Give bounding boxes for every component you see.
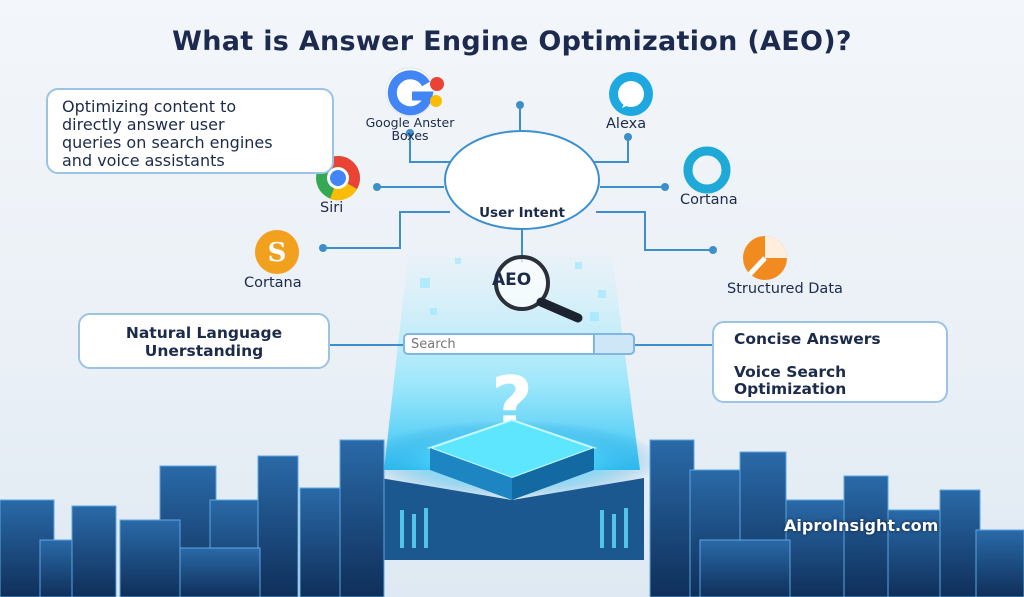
cortana-s-icon: S: [255, 230, 299, 274]
connector-lines: [323, 107, 713, 346]
definition-line: directly answer user: [62, 115, 225, 134]
structured-data-label: Structured Data: [727, 281, 843, 297]
chip-platform: [362, 418, 662, 560]
structured-data-icon: [743, 236, 787, 280]
light-beam: [384, 255, 640, 470]
search-bar[interactable]: [403, 333, 635, 355]
connector-dots: [319, 101, 717, 254]
benefit-voice-line1: Voice Search: [734, 363, 847, 381]
google-icon: [385, 67, 444, 117]
google-label-line2: Boxes: [391, 128, 429, 143]
user-intent-hub: [444, 130, 600, 230]
svg-text:S: S: [268, 238, 287, 268]
nlu-box: Natural Language Unerstanding: [78, 313, 330, 369]
definition-line: Optimizing content to: [62, 97, 237, 116]
search-input[interactable]: [411, 336, 591, 352]
definition-line: and voice assistants: [62, 151, 225, 170]
google-label: Google Anster Boxes: [348, 116, 472, 142]
definition-box: Optimizing content to directly answer us…: [46, 88, 334, 174]
brand-watermark: AiproInsight.com: [784, 516, 939, 535]
benefit-concise: Concise Answers: [734, 330, 881, 348]
cortana-ring-icon: [683, 146, 731, 194]
definition-line: queries on search engines: [62, 133, 273, 152]
cortana-right-label: Cortana: [680, 192, 738, 208]
alexa-icon: [609, 72, 653, 116]
siri-label: Siri: [320, 200, 344, 216]
page-title: What is Answer Engine Optimization (AEO)…: [172, 26, 852, 57]
aeo-label: AEO: [492, 270, 532, 290]
nlu-line2: Unerstanding: [144, 342, 264, 360]
benefit-voice-line2: Optimization: [734, 380, 847, 398]
city-blocks: [0, 439, 1024, 597]
magnifier-icon: [494, 255, 583, 323]
google-label-line1: Google Anster: [365, 115, 455, 130]
search-button[interactable]: [593, 333, 635, 355]
cortana-left-label: Cortana: [244, 275, 302, 291]
benefits-box: Concise Answers Voice Search Optimizatio…: [712, 321, 948, 403]
alexa-label: Alexa: [606, 116, 647, 132]
user-intent-label: User Intent: [479, 205, 565, 221]
nlu-line1: Natural Language: [125, 324, 283, 342]
